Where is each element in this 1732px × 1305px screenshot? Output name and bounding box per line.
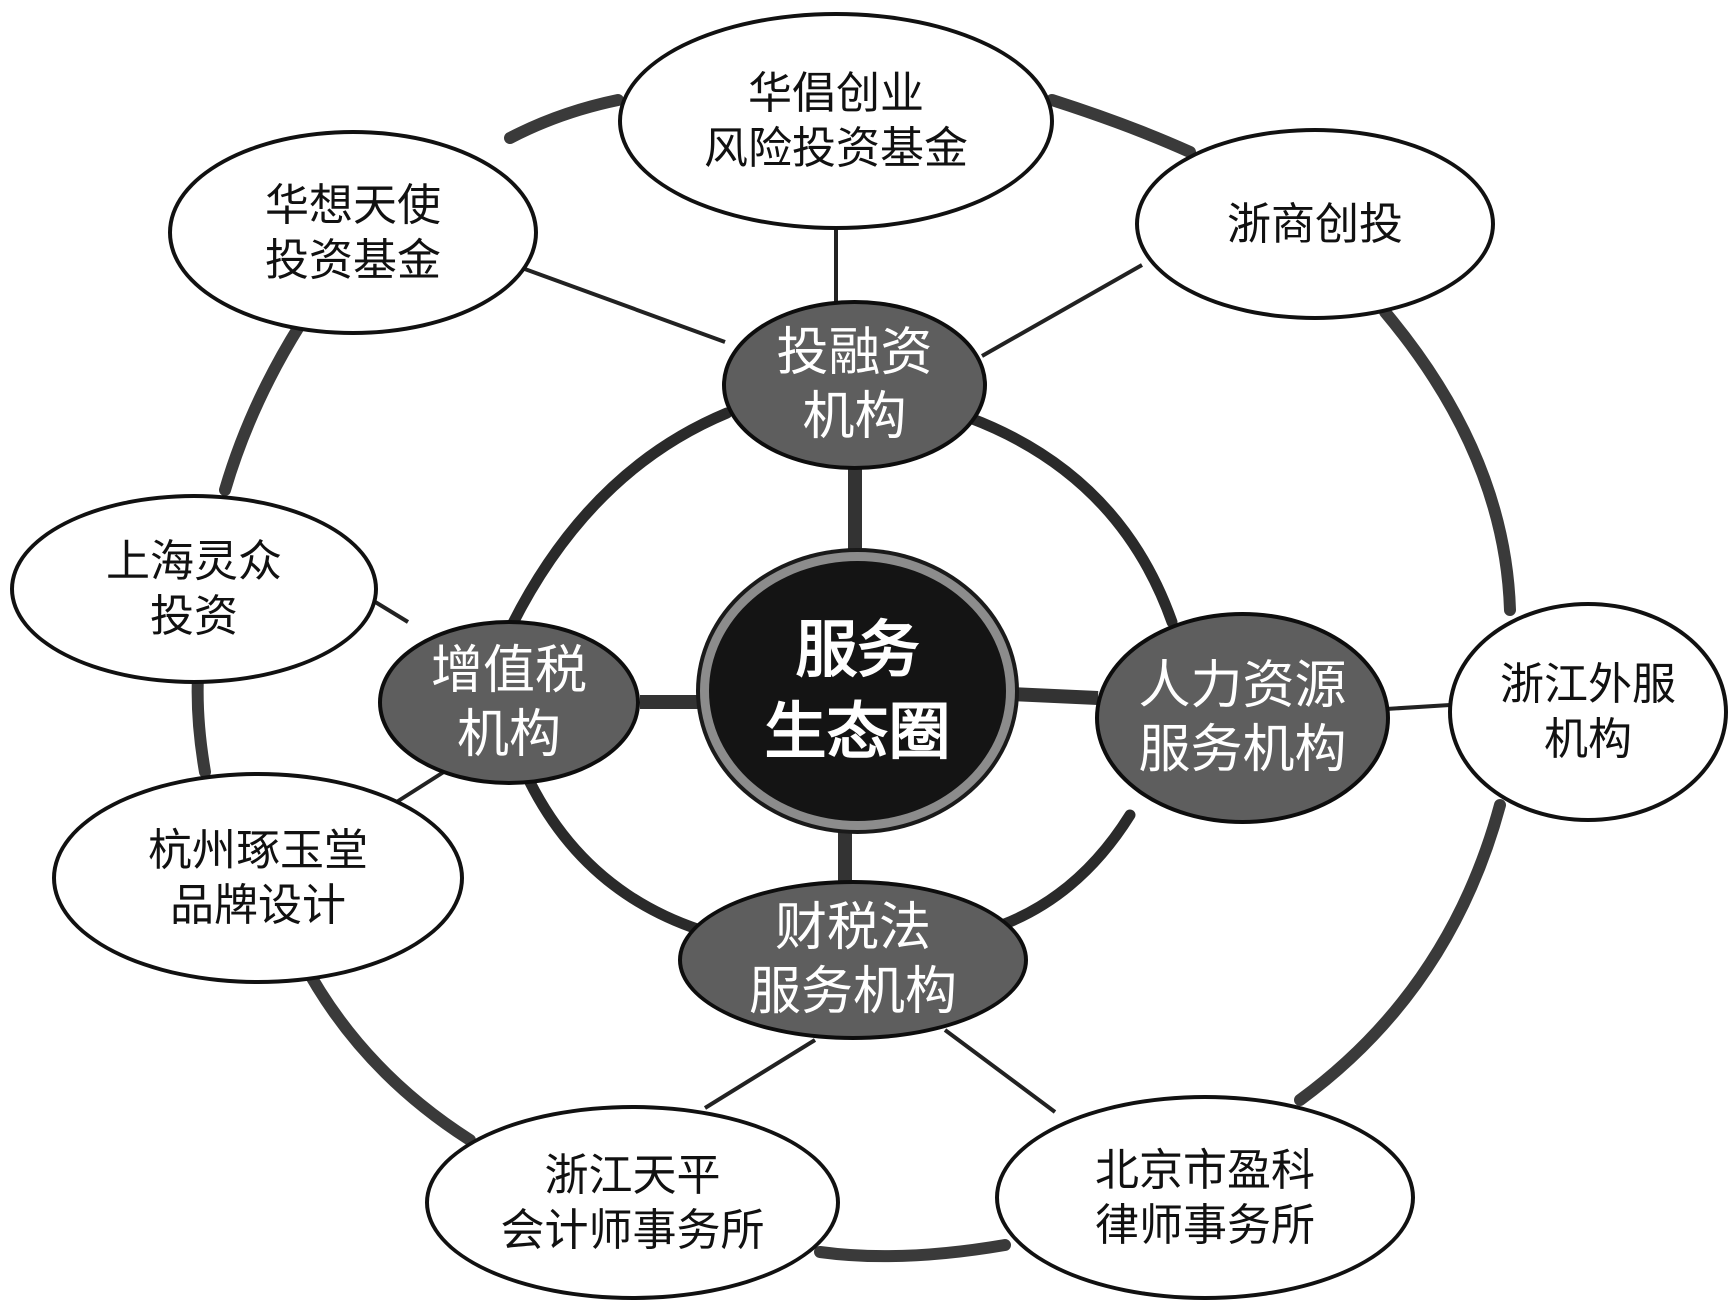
hub-label-line1: 服务: [795, 613, 920, 686]
node-label-line1: 浙江外服: [1500, 659, 1676, 710]
node-label-line1: 人力资源: [1138, 656, 1347, 716]
node-hr-service-institutions: 人力资源 服务机构: [1095, 612, 1390, 824]
node-zhejiang-tianping-accounting: 浙江天平 会计师事务所: [425, 1105, 840, 1300]
node-zheshang-venture: 浙商创投: [1135, 128, 1495, 320]
outer-ring-arc: [191, 669, 211, 778]
link-investment-huaxiang: [521, 266, 726, 344]
link-finance-tianping: [703, 1038, 817, 1110]
node-huaxiang-angel-fund: 华想天使 投资基金: [168, 130, 538, 335]
node-label-line2: 风险投资基金: [704, 123, 968, 174]
node-label-line2: 投资基金: [265, 234, 441, 286]
node-label-line2: 品牌设计: [170, 880, 346, 931]
node-label-line2: 服务机构: [1138, 720, 1347, 780]
node-label-line2: 机构: [802, 387, 907, 447]
node-label-line1: 财税法: [774, 898, 931, 958]
node-vat-institutions: 增值税 机构: [378, 620, 640, 785]
link-investment-zheshang: [981, 263, 1143, 358]
node-investment-institutions: 投融资 机构: [722, 300, 987, 470]
node-label-line1: 增值税: [430, 640, 587, 701]
node-label-line2: 服务机构: [748, 962, 957, 1022]
node-huachang-venture-fund: 华倡创业 风险投资基金: [618, 12, 1054, 230]
node-label-line1: 杭州琢玉堂: [148, 825, 368, 876]
node-finance-tax-law-institutions: 财税法 服务机构: [678, 880, 1028, 1040]
link-vat-lingzhong: [370, 598, 410, 624]
node-label-line2: 机构: [456, 704, 561, 765]
node-beijing-yingke-law: 北京市盈科 律师事务所: [995, 1095, 1415, 1300]
node-label-line1: 浙商创投: [1227, 198, 1403, 250]
node-label-line1: 投融资: [776, 323, 933, 383]
link-finance-yingke: [943, 1028, 1057, 1114]
outer-ring-arc: [219, 319, 306, 496]
node-service-ecosystem-hub: 服务 生态圈: [700, 552, 1015, 830]
outer-ring-arc: [1046, 94, 1196, 158]
node-label-line2: 律师事务所: [1095, 1199, 1315, 1251]
node-shanghai-lingzhong: 上海灵众 投资: [10, 494, 378, 684]
node-label-line1: 上海灵众: [106, 536, 282, 587]
inner-ring-arc: [996, 809, 1136, 931]
outer-ring-arc: [1294, 799, 1506, 1106]
node-hangzhou-zhuoyutang: 杭州琢玉堂 品牌设计: [52, 772, 464, 984]
node-label-line1: 华倡创业: [748, 68, 924, 119]
node-label-line1: 北京市盈科: [1095, 1144, 1315, 1196]
node-label-line2: 会计师事务所: [500, 1204, 765, 1256]
outer-ring-arc: [814, 1239, 1011, 1263]
outer-ring-arc: [1379, 306, 1516, 616]
outer-ring-arc: [296, 954, 476, 1146]
inner-ring-arc: [519, 766, 706, 936]
spoke-hr: [1009, 687, 1099, 705]
node-label-line2: 投资: [150, 591, 238, 642]
node-zhejiang-waifu: 浙江外服 机构: [1448, 602, 1728, 822]
hub-label-line2: 生态圈: [764, 695, 951, 768]
node-label-line1: 浙江天平: [544, 1149, 721, 1201]
node-label-line2: 机构: [1544, 714, 1632, 765]
link-hr-waifu: [1385, 703, 1451, 711]
inner-ring-arc: [964, 412, 1178, 628]
node-label-line1: 华想天使: [265, 179, 441, 231]
inner-ring-arc: [506, 407, 733, 631]
outer-ring-arc: [504, 94, 624, 144]
